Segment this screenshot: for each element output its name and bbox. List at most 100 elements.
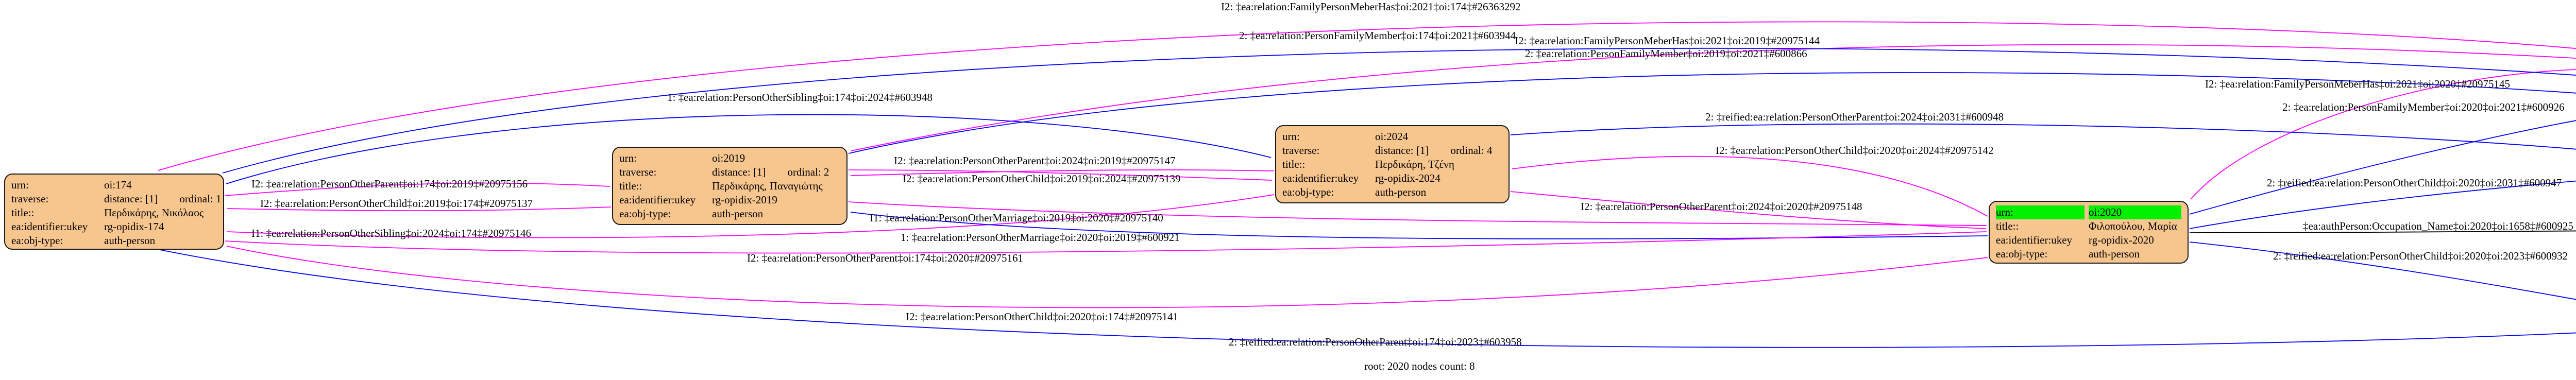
node-row-urn: urn: oi:174 bbox=[11, 178, 217, 192]
edge-2020-to-2021-personfamilymember bbox=[2189, 120, 2576, 215]
row-value: Περδικάρη, Τζένη bbox=[1375, 158, 1454, 170]
edge-label: 2: ‡reified:ea:relation:PersonOtherParen… bbox=[1705, 111, 2004, 123]
edge-label: I2: ‡ea:relation:PersonOtherParent‡oi:20… bbox=[1581, 200, 1862, 213]
row-value: distance: [1] bbox=[712, 166, 766, 178]
row-key: urn: bbox=[619, 152, 637, 164]
node-oi-2019[interactable]: urn: oi:2019 traverse: distance: [1] ordina… bbox=[612, 147, 848, 225]
edge-2021-to-2019-familypersonmeberhas bbox=[851, 44, 2576, 151]
edge-2019-to-174-personotherchild bbox=[227, 206, 612, 212]
node-row-title: title::Φιλοπούλου, Μαρία bbox=[1996, 219, 2181, 233]
row-value: Περδικάρης, Παναγιώτης bbox=[712, 180, 823, 192]
edge-label: I2: ‡ea:relation:PersonOtherParent‡oi:17… bbox=[747, 252, 1023, 264]
row-key: traverse: bbox=[619, 166, 657, 178]
edge-label: I2: ‡ea:relation:PersonOtherChild‡oi:202… bbox=[1716, 144, 1994, 157]
edge-label: I2: ‡ea:relation:PersonOtherChild‡oi:201… bbox=[903, 172, 1181, 185]
edge-label: 1: ‡ea:relation:PersonOtherSibling‡oi:17… bbox=[667, 91, 933, 103]
edge-label: 1: ‡ea:relation:PersonOtherMarriage‡oi:2… bbox=[901, 231, 1180, 244]
edge-2021-to-174-familypersonmeberhas bbox=[158, 21, 2576, 171]
row-value: oi:174 bbox=[104, 179, 132, 191]
edge-label: 2: ‡ea:relation:PersonFamilyMember‡oi:20… bbox=[2282, 101, 2565, 113]
node-row-urn-highlighted: urn: oi:2020 bbox=[1996, 205, 2181, 219]
edge-label: I1: ‡ea:relation:PersonOtherMarriage‡oi:… bbox=[870, 212, 1163, 224]
row-key: ea:obj-type: bbox=[1282, 186, 1334, 198]
edge-label: 2: ‡ea:relation:PersonFamilyMember‡oi:17… bbox=[1239, 29, 1516, 42]
edge-label: 2: ‡reified:ea:relation:PersonOtherChild… bbox=[2267, 177, 2562, 189]
edge-2020-to-2023-reified-personotherchild bbox=[2189, 241, 2576, 300]
edge-2019-to-2021-personfamilymember bbox=[848, 72, 2576, 154]
node-row-ukey: ea:identifier:ukey rg-opidix-2020 bbox=[1996, 233, 2181, 247]
row-value: auth-person bbox=[2089, 248, 2140, 260]
node-oi-2024[interactable]: urn: oi:2024 traverse: distance: [1] ordina… bbox=[1275, 125, 1510, 203]
node-oi-174[interactable]: urn: oi:174 traverse: distance: [1] ordinal… bbox=[4, 174, 224, 250]
row-value: distance: [1] bbox=[104, 193, 158, 205]
edge-label: I2: ‡ea:relation:FamilyPersonMeberHas‡oi… bbox=[1515, 34, 1820, 47]
edge-2020-to-2031-reified-personotherchild bbox=[2189, 180, 2576, 229]
row-value-ordinal: ordinal: 2 bbox=[787, 166, 829, 178]
edge-2024-to-174-personothersibling bbox=[227, 194, 1275, 238]
row-value-ordinal: ordinal: 1 bbox=[179, 193, 222, 205]
row-key: ea:identifier:ukey bbox=[619, 194, 696, 206]
row-key: urn: bbox=[11, 179, 29, 191]
row-value: Φιλοπούλου, Μαρία bbox=[2089, 220, 2177, 232]
row-key: traverse: bbox=[1282, 144, 1320, 157]
row-key: ea:identifier:ukey bbox=[1996, 234, 2073, 246]
edge-label: 2: ‡ea:relation:PersonFamilyMember‡oi:20… bbox=[1525, 47, 1807, 60]
row-key: ea:identifier:ukey bbox=[1282, 172, 1359, 184]
row-value: oi:2024 bbox=[1375, 130, 1409, 143]
node-row-objtype: ea:obj-type: auth-person bbox=[1996, 247, 2181, 261]
edge-2024-to-2031-reified-personotherparent bbox=[1510, 123, 2576, 150]
row-key: urn: bbox=[1996, 205, 2084, 219]
edge-2024-to-2020-personotherparent bbox=[1510, 191, 1987, 229]
row-key: ea:obj-type: bbox=[11, 234, 63, 247]
edge-label: I2: ‡ea:relation:FamilyPersonMeberHas‡oi… bbox=[1221, 1, 1521, 13]
node-row-ukey: ea:identifier:ukey rg-opidix-2024 bbox=[1282, 171, 1502, 185]
edge-2020-to-174-personotherchild bbox=[226, 246, 1988, 308]
root-note: root: 2020 nodes count: 8 bbox=[1364, 360, 1475, 372]
node-row-title: title::Περδικάρης, Νικόλαος bbox=[11, 206, 217, 220]
row-key: urn: bbox=[1282, 130, 1300, 143]
edge-label: 2: ‡reified:ea:relation:PersonOtherParen… bbox=[1229, 336, 1522, 348]
node-oi-2020-root[interactable]: urn: oi:2020 title::Φιλοπούλου, Μαρία ea:… bbox=[1989, 201, 2189, 264]
edge-label: 2: ‡reified:ea:relation:PersonOtherChild… bbox=[2273, 250, 2568, 262]
row-value: rg-opidix-2020 bbox=[2089, 234, 2154, 246]
row-value: rg-opidix-2019 bbox=[712, 194, 777, 206]
row-value: auth-person bbox=[104, 234, 156, 247]
node-row-urn: urn: oi:2019 bbox=[619, 151, 840, 165]
row-key: traverse: bbox=[11, 193, 49, 205]
node-row-objtype: ea:obj-type: auth-person bbox=[1282, 185, 1502, 199]
edge-174-to-2020-personotherparent bbox=[225, 231, 1987, 254]
row-value: rg-opidix-2024 bbox=[1375, 172, 1440, 184]
row-key: ea:obj-type: bbox=[1996, 248, 2048, 260]
row-key: title:: bbox=[1996, 220, 2019, 232]
edge-label: I2: ‡ea:relation:PersonOtherChild‡oi:202… bbox=[906, 310, 1179, 323]
node-row-title: title::Περδικάρης, Παναγιώτης bbox=[619, 179, 840, 193]
row-value: auth-person bbox=[712, 208, 764, 220]
edge-2021-to-2020-familypersonmeberhas bbox=[2190, 69, 2576, 200]
row-value: auth-person bbox=[1375, 186, 1427, 198]
edge-label: I2: ‡ea:relation:PersonOtherParent‡oi:17… bbox=[251, 178, 528, 190]
edge-2020-to-1658-occupation-name bbox=[2189, 230, 2576, 233]
edge-174-to-2019-personotherparent bbox=[225, 182, 611, 196]
row-value: oi:2019 bbox=[712, 152, 745, 164]
edge-174-to-2024-personothersibling bbox=[226, 114, 1272, 184]
edge-2019-to-2024-personotherchild bbox=[848, 169, 1273, 181]
edge-2019-to-2020-personothermarriage bbox=[848, 201, 1987, 226]
edge-174-to-2021-personfamilymember bbox=[222, 48, 2576, 174]
edge-2020-to-2024-personotherchild bbox=[1512, 156, 1988, 217]
edge-174-to-2023-reified-personotherparent bbox=[159, 249, 2576, 348]
edge-label: I1: ‡ea:relation:PersonOtherSibling‡oi:2… bbox=[251, 227, 532, 239]
node-row-objtype: ea:obj-type: auth-person bbox=[11, 234, 217, 248]
row-key: ea:obj-type: bbox=[619, 208, 671, 220]
edge-label: I2: ‡ea:relation:PersonOtherParent‡oi:20… bbox=[894, 154, 1176, 167]
row-value: rg-opidix-174 bbox=[104, 220, 164, 233]
node-row-traverse: traverse: distance: [1] ordinal: 2 bbox=[619, 165, 840, 179]
node-row-urn: urn: oi:2024 bbox=[1282, 130, 1502, 144]
row-value: distance: [1] bbox=[1375, 144, 1429, 157]
row-value: oi:2020 bbox=[2089, 205, 2181, 219]
row-key: title:: bbox=[619, 180, 642, 192]
row-value: Περδικάρης, Νικόλαος bbox=[104, 206, 204, 219]
row-value-ordinal: ordinal: 4 bbox=[1450, 144, 1493, 157]
node-row-ukey: ea:identifier:ukey rg-opidix-2019 bbox=[619, 193, 840, 207]
